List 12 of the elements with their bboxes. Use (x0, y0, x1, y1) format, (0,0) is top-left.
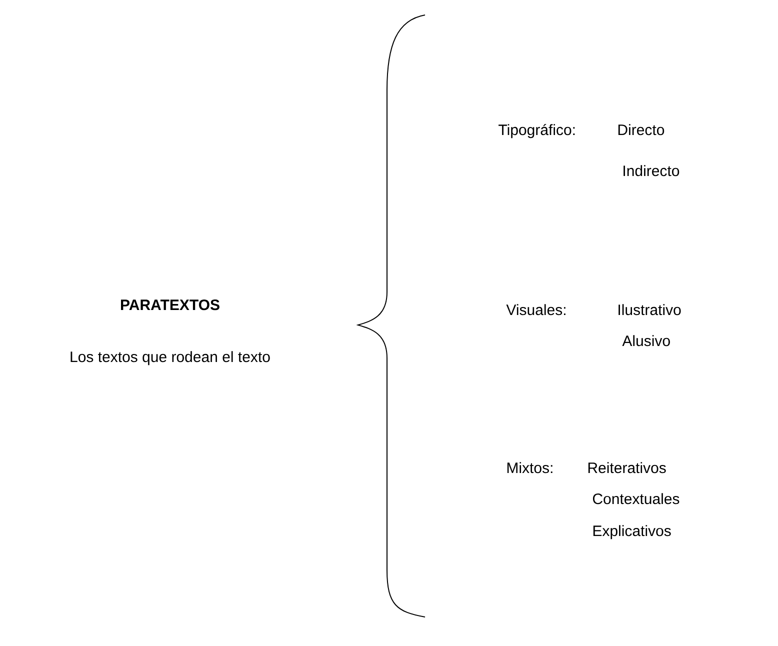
item-label: Indirecto (624, 165, 680, 176)
category-label: Mixtos: (507, 462, 552, 474)
heading: PARATEXTOS (121, 300, 220, 310)
item-label: Directo (618, 124, 664, 136)
category-label: Visuales: (506, 304, 566, 316)
item-label: Ilustrativo (618, 304, 681, 316)
item-label: Reiterativos (588, 462, 666, 474)
subtitle-text: Los textos que rodean el texto (70, 351, 270, 366)
category-label: Tipográfico: (498, 124, 575, 138)
item-label: Explicativos (593, 525, 671, 540)
item-label: Contextuales (592, 493, 680, 504)
item-label: Alusivo (622, 335, 670, 346)
